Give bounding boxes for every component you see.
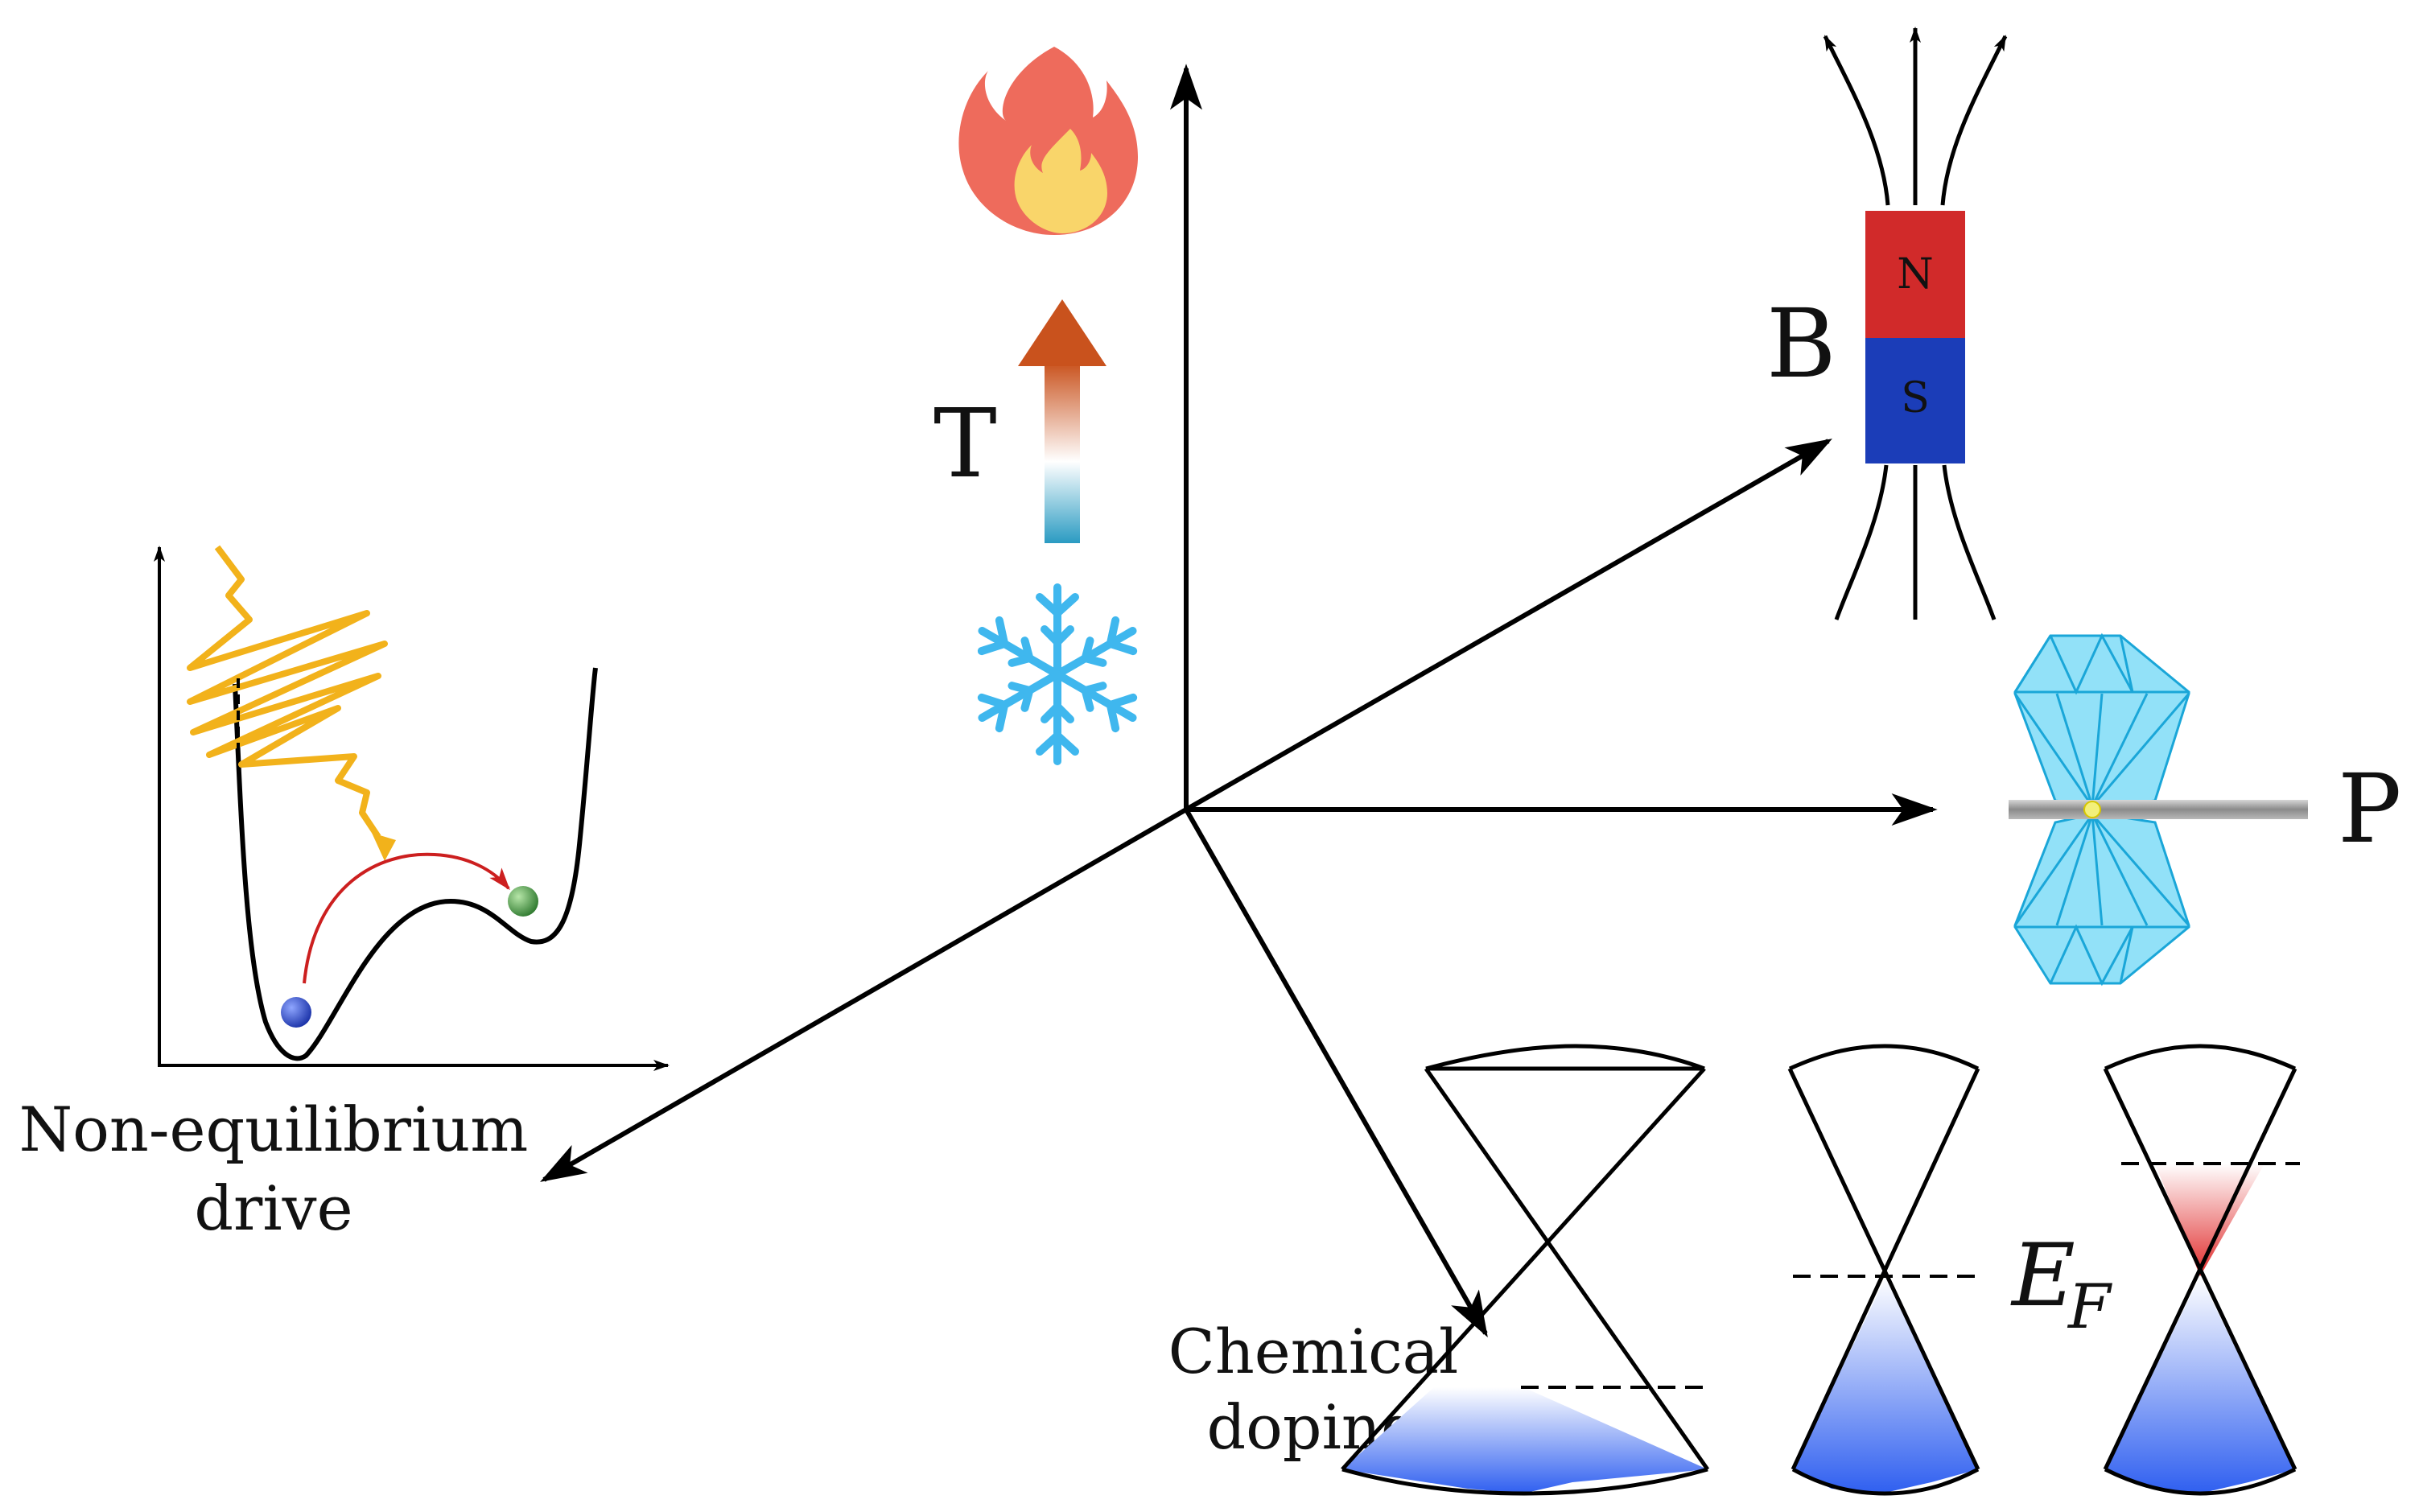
diamond-anvil-icon [2013,632,2190,987]
pressure-label: P [2338,753,2401,864]
cone3-lower-fill [2105,1276,2295,1493]
hop-arrow [303,852,510,984]
temperature-arrow-icon [1018,299,1106,543]
south-pole-label: S [1901,374,1930,422]
doping-label-line1: Chemical [1168,1316,1459,1387]
magnetic-field-label: B [1766,288,1836,399]
potential-curve [233,667,598,1061]
dirac-cone-icon [1341,1044,1710,1496]
magnet-north [1865,211,1965,338]
double-well-potential-icon [154,545,670,1071]
magnet-south [1865,338,1965,463]
upper-diamond [2013,632,2190,808]
dirac-cone-icon [2103,1044,2300,1496]
cone3-upper-fill [2155,1164,2264,1276]
drive-axis [540,807,1188,1182]
laser-arrowhead [372,833,396,861]
sample-dot [2083,801,2101,818]
fermi-subscript: F [2067,1271,2112,1342]
fermi-symbol: E [2010,1226,2075,1326]
ground-state-ball [281,997,311,1028]
drive-label-line2: drive [194,1172,352,1244]
doping-axis [1184,808,1488,1337]
flame-icon [958,47,1138,235]
laser-pulse [187,545,388,839]
cone2-lower-fill [1793,1276,1978,1493]
snowflake-icon [973,583,1141,761]
drive-label-line1: Non-equilibrium [19,1094,529,1165]
temperature-label: T [933,388,997,499]
lower-diamond [2013,813,2190,987]
excited-state-ball [508,886,538,917]
dirac-cone-icon [1787,1044,1981,1496]
cone1-filled [1342,1387,1708,1493]
fermi-energy-label: E F [2010,1226,2112,1342]
sample-gasket [2009,800,2308,819]
field-lines [1823,27,2008,620]
bar-magnet-icon: N S [1865,211,1965,463]
magnetic-field-axis [1185,439,1832,812]
north-pole-label: N [1897,250,1934,299]
main-axes [540,64,1938,1337]
